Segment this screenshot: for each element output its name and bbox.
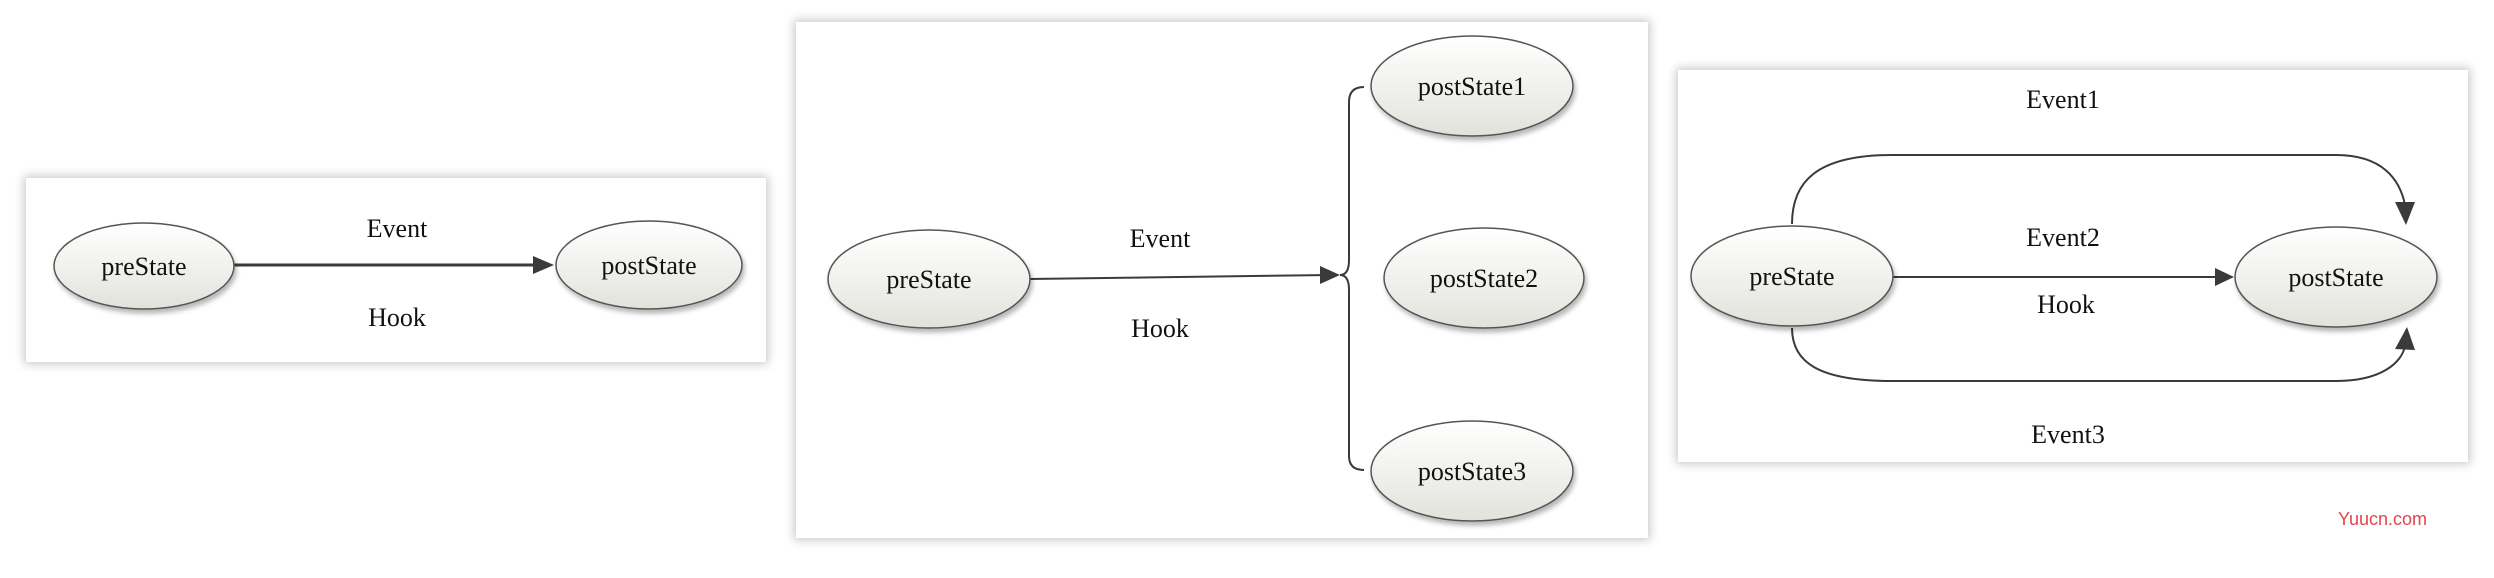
node-label-poststate: postState [2288,263,2383,292]
node-prestate: preState [53,222,235,310]
edge-event2 [1883,268,2234,286]
node-label-prestate: preState [1749,262,1834,291]
diagram-3-canvas: preState postState Event1 Event2 Hook Ev… [1690,85,2438,449]
edge-label-event1: Event1 [2026,85,2100,114]
diagram-panel-1: preState postState Event Hook [26,178,766,362]
node-poststate: postState [555,220,743,310]
edge-label-event: Event [367,214,428,243]
node-label-poststate2: postState2 [1430,264,1538,293]
arrowhead-icon [2215,268,2234,286]
node-prestate: preState [827,229,1031,329]
edge-label-hook: Hook [368,303,426,332]
edge-event3 [1791,327,2415,382]
watermark-text: Yuucn.com [2338,509,2428,529]
edge-label-hook: Hook [1131,314,1189,343]
arrowhead-icon [2395,202,2415,225]
edge-label-event2: Event2 [2026,223,2100,252]
node-label-poststate: postState [601,251,696,280]
node-label-poststate1: postState1 [1418,72,1526,101]
node-prestate: preState [1690,225,1894,327]
diagram-1-canvas: preState postState Event Hook [53,214,743,332]
diagram-panel-3: preState postState Event1 Event2 Hook Ev… [1678,70,2468,462]
node-poststate1: postState1 [1370,35,1574,137]
arrowhead-icon [533,256,554,274]
edge-label-hook: Hook [2037,290,2095,319]
node-poststate3: postState3 [1370,420,1574,522]
diagram-2-canvas: preState postState1 postState2 postState… [827,35,1585,522]
diagram-panel-2: preState postState1 postState2 postState… [796,22,1648,538]
node-poststate2: postState2 [1383,227,1585,329]
edge-event1 [1791,154,2415,225]
node-label-poststate3: postState3 [1418,457,1526,486]
node-label-prestate: preState [886,265,971,294]
node-poststate: postState [2234,226,2438,328]
edge-prestate-to-poststate [233,256,554,274]
edge-prestate-to-branch [1028,266,1340,284]
arrowhead-icon [2395,327,2415,350]
edge-label-event3: Event3 [2031,420,2105,449]
branch-bracket [1339,86,1365,471]
node-label-prestate: preState [101,252,186,281]
arrowhead-icon [1320,266,1340,284]
edge-label-event: Event [1130,224,1191,253]
